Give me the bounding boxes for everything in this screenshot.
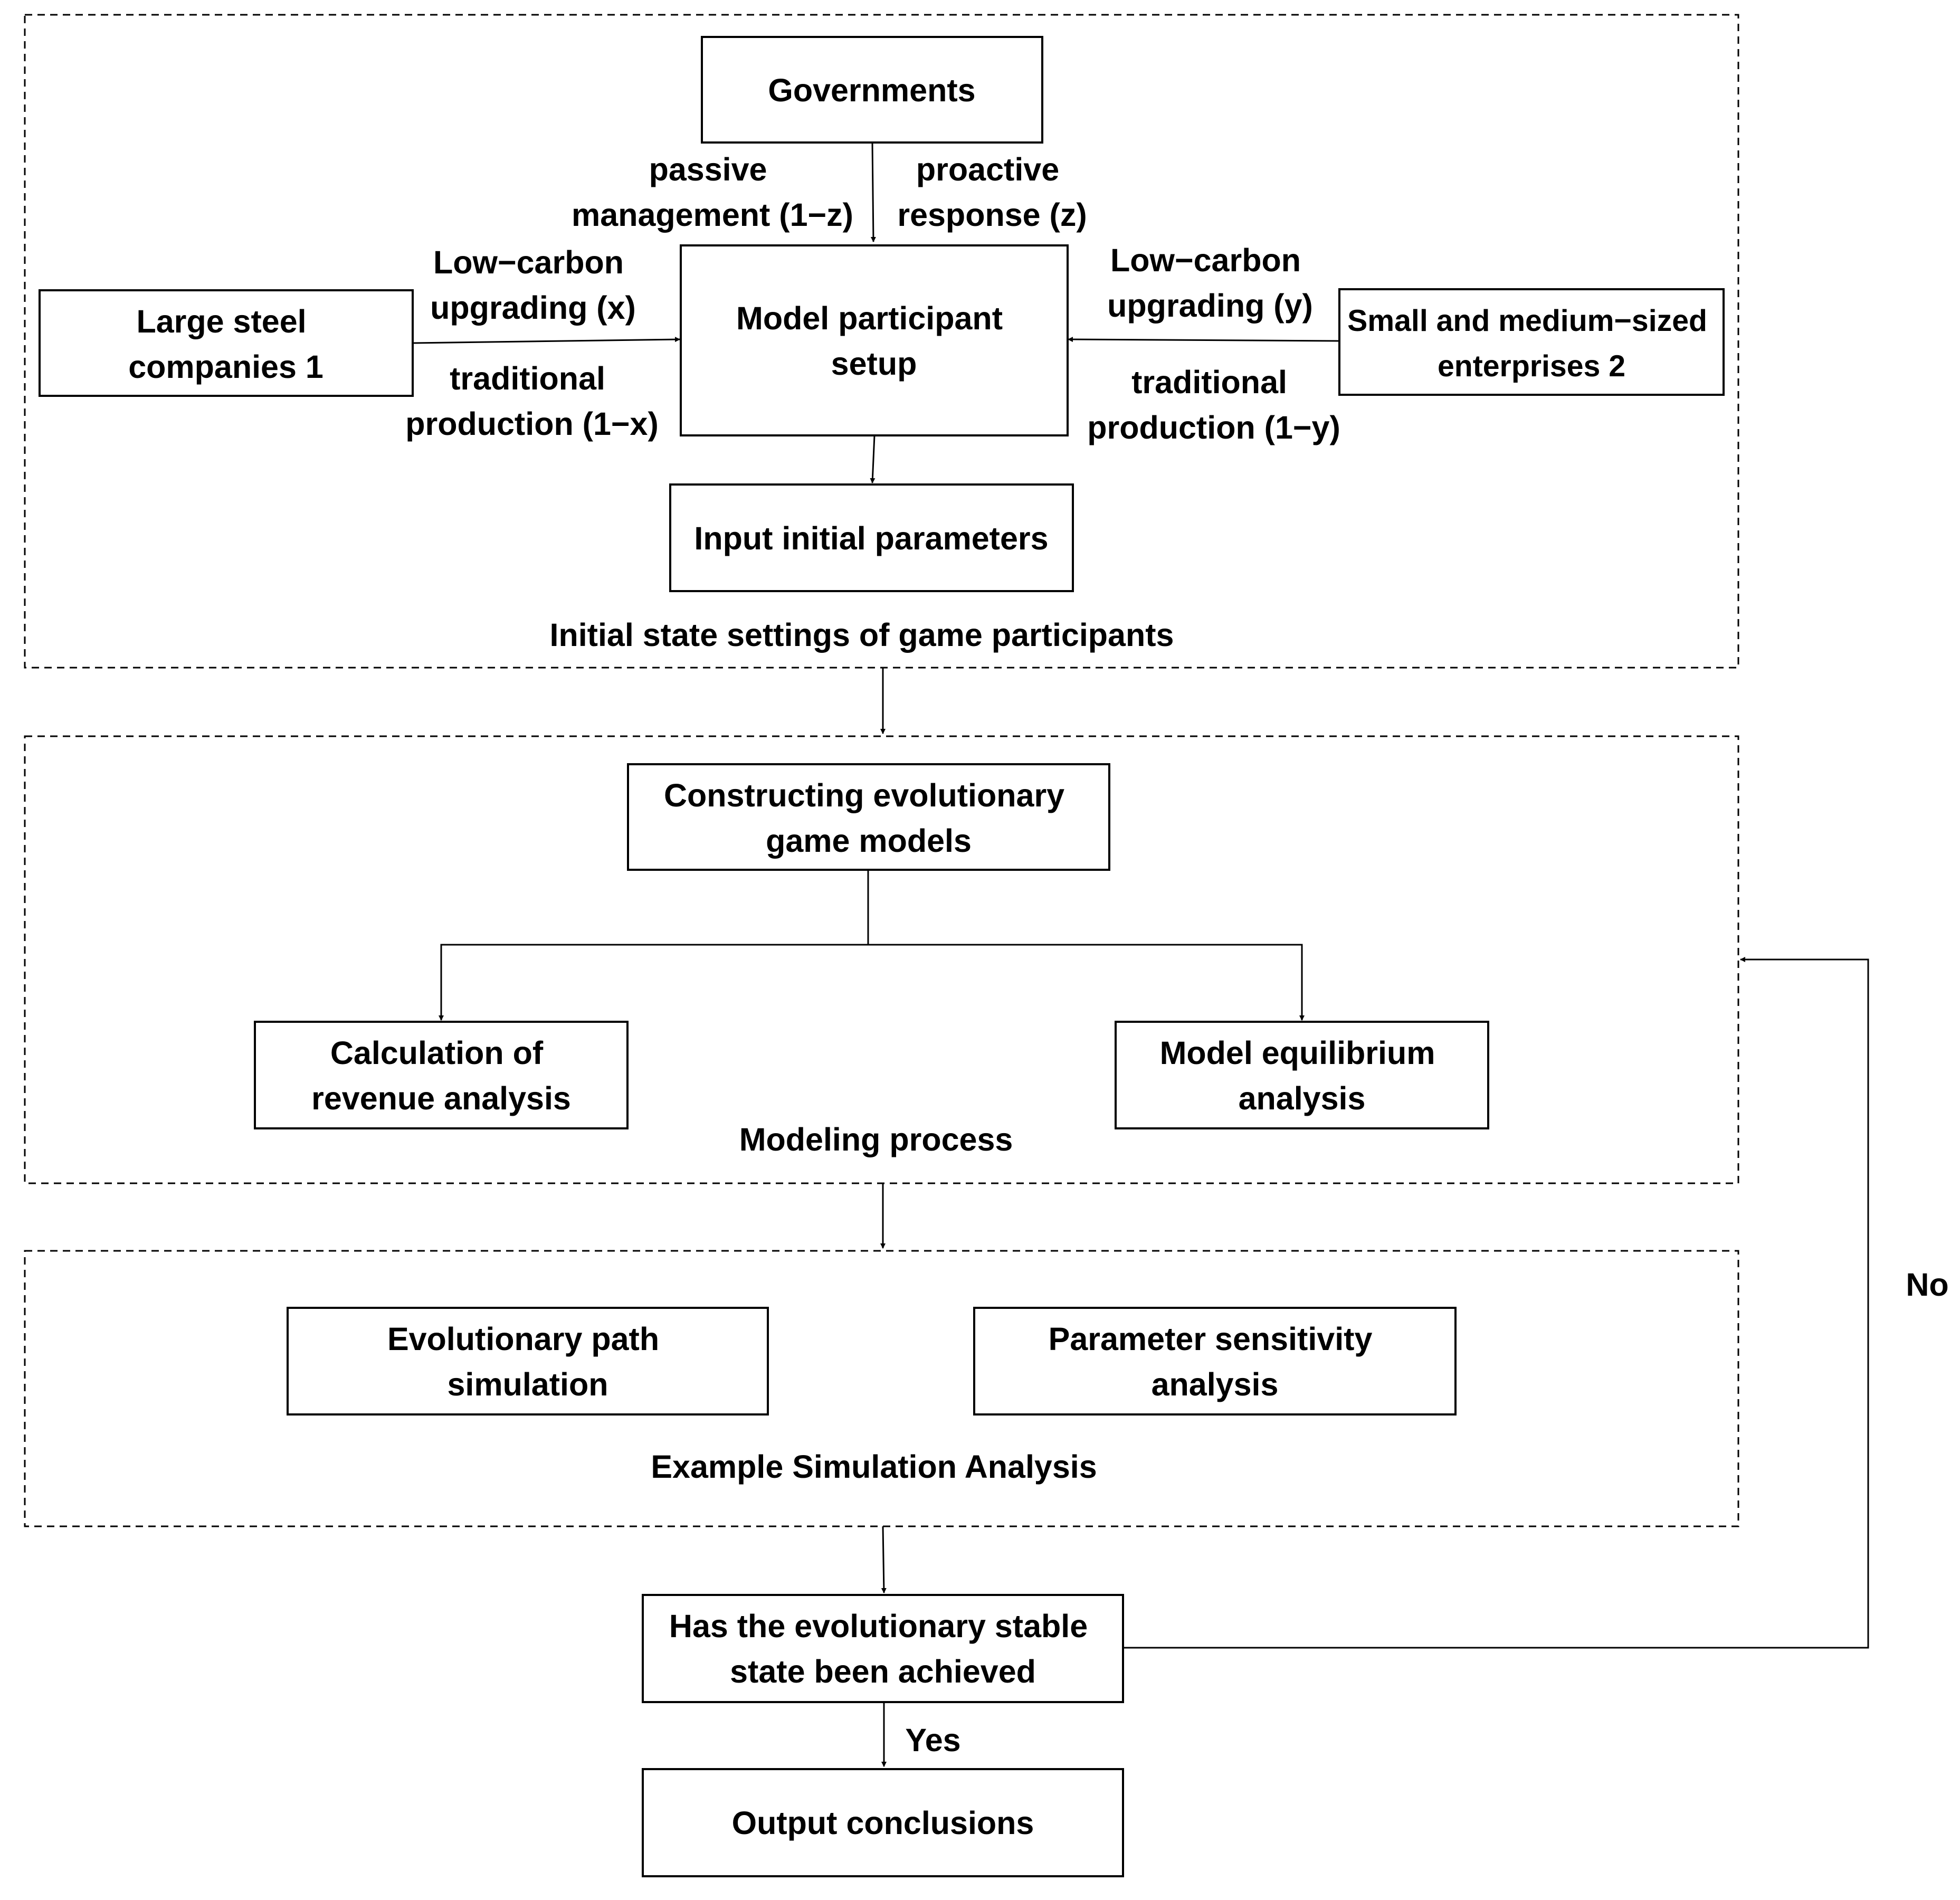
edge-decision-no-loop — [1123, 957, 1869, 1649]
group-modeling-process-title: Modeling process — [739, 1122, 1013, 1157]
edge-label-no: No — [1906, 1267, 1948, 1303]
node-model-participant-setup: Model participant setup — [680, 244, 1069, 436]
node-parameter-sensitivity-analysis: Parameter sensitivity analysis — [973, 1307, 1457, 1416]
edge-simulation-to-decision — [881, 1526, 887, 1593]
node-governments-label: Governments — [768, 72, 975, 108]
node-sme-enterprises: Small and medium−sized enterprises 2 — [1338, 288, 1725, 396]
node-stable-state-decision-label: Has the evolutionary stable state been a… — [669, 1608, 1097, 1689]
edges — [412, 142, 1869, 1767]
edge-sme-to-setup — [1068, 337, 1340, 343]
node-output-conclusions-label: Output conclusions — [732, 1805, 1034, 1841]
group-initial-state: Initial state settings of game participa… — [24, 14, 1739, 669]
edge-constructing-to-equilibrium — [868, 944, 1305, 1021]
node-constructing-game-models-label: Constructing evolutionary game models — [664, 777, 1073, 859]
group-modeling-process: Modeling process — [24, 735, 1739, 1184]
node-evolutionary-path-simulation: Evolutionary path simulation — [287, 1307, 769, 1416]
node-evolutionary-path-simulation-label: Evolutionary path simulation — [387, 1321, 668, 1402]
group-example-simulation: Example Simulation Analysis — [24, 1250, 1739, 1527]
node-governments: Governments — [701, 36, 1043, 144]
node-parameter-sensitivity-analysis-label: Parameter sensitivity analysis — [1049, 1321, 1382, 1402]
group-example-simulation-title: Example Simulation Analysis — [651, 1449, 1097, 1485]
edge-label-lowcarbon-y: Low−carbon upgrading (y) — [1107, 242, 1313, 324]
node-large-steel-companies: Large steel companies 1 — [39, 289, 414, 397]
node-revenue-analysis-label: Calculation of revenue analysis — [311, 1035, 571, 1116]
edge-label-yes: Yes — [905, 1722, 960, 1758]
node-model-equilibrium-analysis: Model equilibrium analysis — [1115, 1021, 1489, 1129]
edge-setup-to-input — [870, 435, 876, 483]
edge-governments-to-setup — [870, 142, 876, 242]
edge-labels: passive management (1−z) proactive respo… — [405, 151, 1948, 1758]
edge-label-traditional-x: traditional production (1−x) — [405, 360, 659, 442]
edge-label-proactive: proactive response (z) — [897, 151, 1087, 233]
node-model-equilibrium-analysis-label: Model equilibrium analysis — [1160, 1035, 1444, 1116]
node-sme-enterprises-label: Small and medium−sized enterprises 2 — [1347, 304, 1716, 383]
edge-large-steel-to-setup — [412, 337, 680, 344]
node-constructing-game-models: Constructing evolutionary game models — [627, 763, 1110, 871]
node-input-initial-parameters-label: Input initial parameters — [694, 520, 1048, 556]
node-revenue-analysis: Calculation of revenue analysis — [254, 1021, 629, 1129]
group-initial-state-title: Initial state settings of game participa… — [550, 617, 1174, 653]
node-output-conclusions: Output conclusions — [642, 1768, 1124, 1877]
node-input-initial-parameters: Input initial parameters — [669, 483, 1074, 592]
edge-label-traditional-y: traditional production (1−y) — [1087, 364, 1340, 445]
edge-label-lowcarbon-x: Low−carbon upgrading (x) — [430, 244, 636, 326]
node-large-steel-companies-label: Large steel companies 1 — [128, 303, 324, 385]
node-model-participant-setup-label: Model participant setup — [736, 300, 1012, 382]
node-stable-state-decision: Has the evolutionary stable state been a… — [642, 1594, 1124, 1703]
edge-constructing-to-revenue — [439, 870, 869, 1021]
edge-label-passive: passive management (1−z) — [572, 151, 853, 233]
